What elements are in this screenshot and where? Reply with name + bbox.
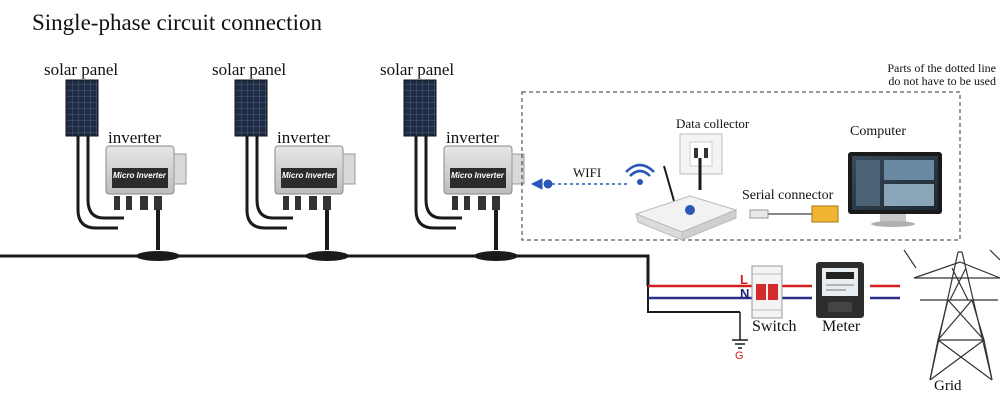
computer-graphic — [848, 152, 942, 227]
solar-panel-label: solar panel — [380, 60, 455, 79]
data-collector-graphic — [634, 165, 738, 241]
pv-set-1 — [65, 79, 187, 261]
pv-set-3 — [403, 79, 525, 261]
serial-connector-graphic — [749, 205, 839, 223]
solar-panel-graphic — [403, 79, 437, 137]
computer-label: Computer — [850, 124, 906, 139]
circuit-breaker-graphic — [751, 265, 783, 319]
wifi-label: WIFI — [573, 165, 602, 180]
neutral-label: N — [740, 286, 750, 301]
serial-connector-label: Serial connector — [742, 188, 834, 203]
transmission-tower-graphic — [903, 249, 1000, 381]
inverter-device-text: Micro Inverter — [451, 171, 504, 180]
inverter-label: inverter — [446, 128, 499, 147]
trunk-cable — [0, 254, 650, 286]
dotted-line-note-line1: Parts of the dotted line — [887, 61, 996, 75]
solar-panel-graphic — [234, 79, 268, 137]
ground-label: G — [735, 350, 744, 362]
inverter-label: inverter — [277, 128, 330, 147]
solar-panel-label: solar panel — [212, 60, 287, 79]
switch-label: Switch — [752, 318, 797, 335]
meter-graphic — [816, 262, 864, 318]
wifi-signal-icon — [625, 163, 655, 185]
ground-wire — [647, 286, 740, 313]
dotted-line-note: Parts of the dotted line do not have to … — [887, 62, 996, 88]
diagram-title: Single-phase circuit connection — [32, 10, 322, 35]
dotted-line-note-line2: do not have to be used — [888, 74, 996, 88]
grid-label: Grid — [934, 378, 962, 394]
live-label: L — [740, 272, 748, 287]
inverter-device-text: Micro Inverter — [113, 171, 166, 180]
solar-panel-label: solar panel — [44, 60, 119, 79]
wall-socket-graphic — [679, 133, 723, 190]
solar-panel-graphic — [65, 79, 99, 137]
inverter-label: inverter — [108, 128, 161, 147]
wifi-link — [530, 178, 628, 190]
meter-label: Meter — [822, 318, 861, 335]
optional-equipment-box — [521, 91, 961, 241]
ground-symbol — [732, 312, 748, 349]
inverter-device-text: Micro Inverter — [282, 171, 335, 180]
data-collector-label: Data collector — [676, 116, 750, 131]
pv-set-2 — [234, 79, 356, 261]
